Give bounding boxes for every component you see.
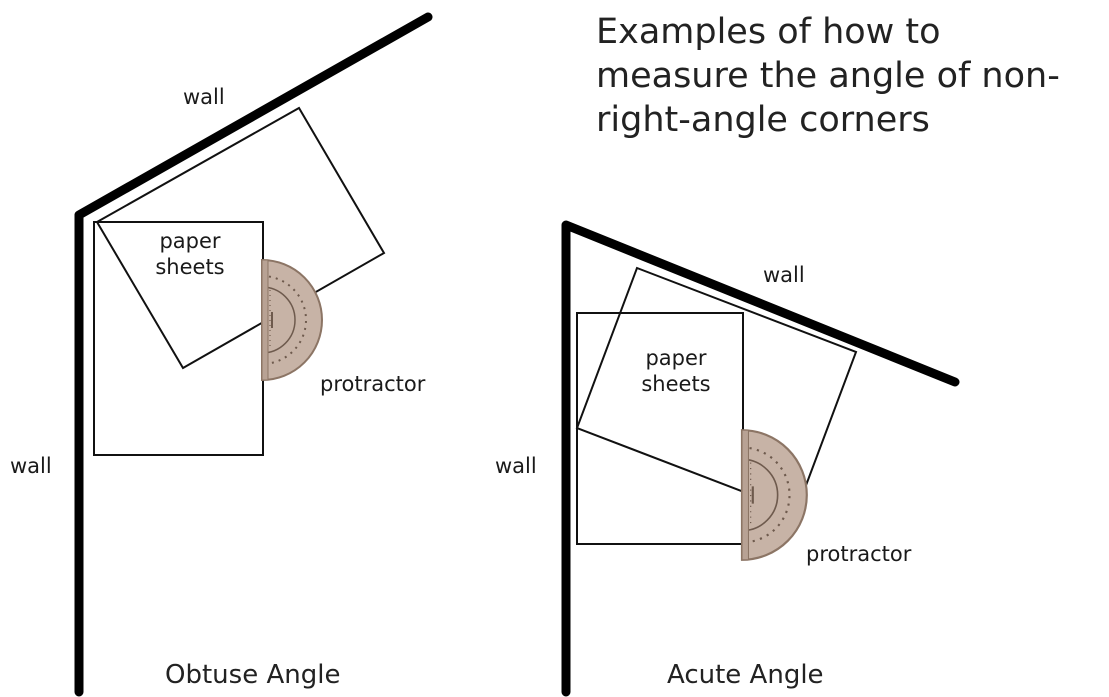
acute-paper-label-line-1: paper xyxy=(645,346,707,370)
acute-wall-line xyxy=(561,220,960,697)
obtuse-paper-label-line-1: paper xyxy=(159,229,221,253)
obtuse-paper-sheet-tilted xyxy=(95,106,386,370)
title-line-3: right-angle corners xyxy=(596,100,930,140)
diagram-title: Examples of how to measure the angle of … xyxy=(596,10,1096,142)
obtuse-side-wall-label: wall xyxy=(10,454,52,478)
obtuse-protractor-label: protractor xyxy=(320,372,426,396)
obtuse-paper-label-line-2: sheets xyxy=(155,255,225,279)
acute-paper-label: paper sheets xyxy=(626,345,726,397)
acute-paper-label-line-2: sheets xyxy=(641,372,711,396)
obtuse-protractor-icon xyxy=(261,259,323,381)
acute-top-wall-label: wall xyxy=(763,263,805,287)
acute-side-wall-label: wall xyxy=(495,454,537,478)
obtuse-top-wall-label: wall xyxy=(183,85,225,109)
obtuse-caption: Obtuse Angle xyxy=(165,660,341,690)
acute-example xyxy=(561,220,960,697)
acute-protractor-icon xyxy=(740,429,808,561)
obtuse-wall-line xyxy=(74,12,433,697)
title-line-2: measure the angle of non- xyxy=(596,56,1060,96)
obtuse-paper-label: paper sheets xyxy=(140,228,240,280)
obtuse-example xyxy=(74,12,433,697)
title-line-1: Examples of how to xyxy=(596,12,941,52)
acute-protractor-label: protractor xyxy=(806,542,912,566)
acute-caption: Acute Angle xyxy=(667,660,824,690)
